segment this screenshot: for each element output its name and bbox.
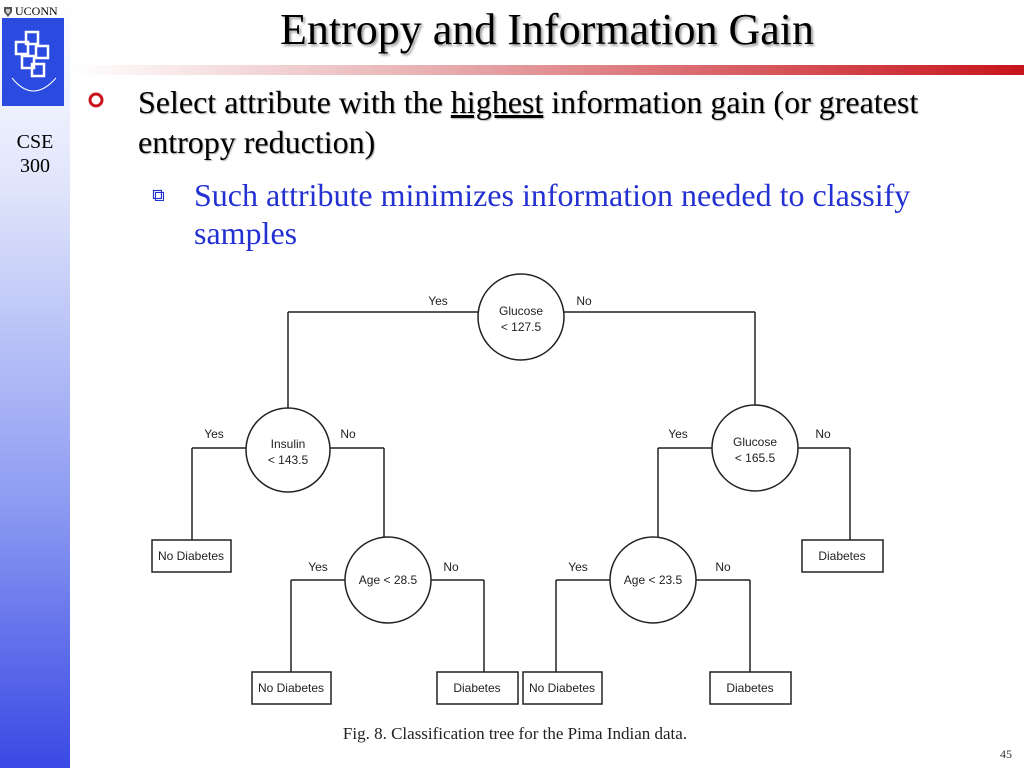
glucose-165-node: Glucose < 165.5 [711, 404, 799, 492]
age-28-node: Age < 28.5 [344, 536, 432, 624]
insulin-node-line2: < 143.5 [268, 453, 309, 467]
leaf-box [436, 671, 519, 705]
circle-bullet-icon [88, 92, 104, 108]
bullet-1-post: information gain (or greatest entropy re… [138, 84, 919, 160]
glucose-165-node-line2: < 165.5 [735, 451, 776, 465]
age-28-no-label: No [443, 560, 459, 574]
root-no-label: No [576, 294, 592, 308]
root-node-line1: Glucose [499, 304, 543, 318]
square-bullet-icon [152, 189, 164, 201]
page-title: Entropy and Information Gain [280, 5, 814, 54]
root-node: Glucose < 127.5 [477, 273, 565, 361]
leaf-label: No Diabetes [258, 681, 324, 695]
leaf-label: No Diabetes [158, 549, 224, 563]
age-23-node: Age < 23.5 [609, 536, 697, 624]
insulin-no-label: No [340, 427, 356, 441]
university-label: UCONN [3, 4, 58, 19]
leaf-label: No Diabetes [529, 681, 595, 695]
leaf-box [251, 671, 332, 705]
leaf-box [709, 671, 792, 705]
insulin-node: Insulin < 143.5 [245, 407, 331, 493]
root-yes-label: Yes [428, 294, 448, 308]
glucose-165-node-line1: Glucose [733, 435, 777, 449]
uconn-seal-icon [4, 7, 12, 17]
age-23-yes-label: Yes [568, 560, 588, 574]
classification-tree-diagram: Glucose < 127.5 Yes No Insulin < 143.5 Y… [151, 273, 884, 705]
root-node-line2: < 127.5 [501, 320, 542, 334]
glucose-165-yes-label: Yes [668, 427, 688, 441]
bullet-1-text: Select attribute with the highest inform… [138, 82, 988, 162]
cse-department-logo-icon [2, 18, 64, 106]
course-name: CSE [16, 131, 54, 153]
leaf-box [522, 671, 603, 705]
leaf-box [151, 539, 232, 573]
course-code: CSE 300 [0, 130, 70, 178]
leaf-box [801, 539, 884, 573]
sidebar: UCONN CSE 300 [0, 0, 70, 768]
bullet-1-highlight: highest [450, 84, 544, 120]
insulin-yes-label: Yes [204, 427, 224, 441]
figure-caption: Fig. 8. Classification tree for the Pima… [342, 724, 688, 743]
bullet-2-text: Such attribute minimizes information nee… [194, 177, 911, 251]
leaf-label: Diabetes [453, 681, 500, 695]
age-23-no-label: No [715, 560, 731, 574]
insulin-node-line1: Insulin [271, 437, 306, 451]
leaf-label: Diabetes [818, 549, 865, 563]
age-28-node-label: Age < 28.5 [359, 573, 418, 587]
age-28-yes-label: Yes [308, 560, 328, 574]
slide-number: 45 [1000, 747, 1012, 761]
university-name: UCONN [15, 4, 58, 18]
age-23-node-label: Age < 23.5 [624, 573, 683, 587]
leaf-label: Diabetes [726, 681, 773, 695]
title-underline-bar [70, 65, 1024, 75]
bullet-1-pre: Select attribute with the [138, 84, 451, 120]
course-number: 300 [20, 155, 50, 177]
glucose-165-no-label: No [815, 427, 831, 441]
